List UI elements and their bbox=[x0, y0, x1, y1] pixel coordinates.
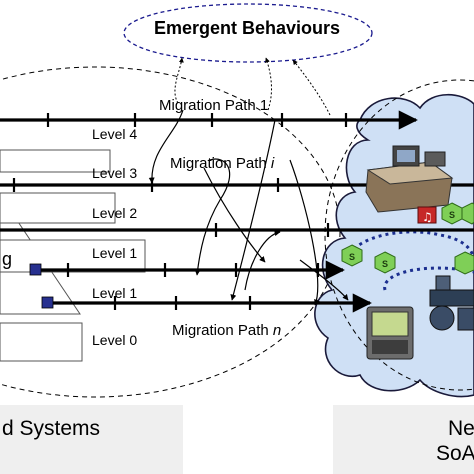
workstation-illustration bbox=[365, 145, 454, 213]
new-systems-caption-line2: SoA bbox=[436, 442, 474, 465]
level-ticks bbox=[12, 113, 348, 310]
migration-path-1-suffix: 1 bbox=[259, 97, 269, 114]
legacy-systems-caption: d Systems bbox=[2, 417, 101, 440]
svg-text:S: S bbox=[349, 252, 355, 262]
migration-path-n-label: Migration Path n bbox=[172, 323, 281, 338]
new-systems-boundary bbox=[324, 79, 474, 391]
migration-curves bbox=[148, 109, 349, 306]
migration-path-i-label: Migration Path i bbox=[170, 156, 274, 171]
migration-path-i-prefix: Migration Path bbox=[170, 155, 271, 172]
migration-path-1-label: Migration Path 1 bbox=[159, 98, 268, 113]
level-1-label: Level 1 bbox=[92, 245, 138, 261]
left-fragment-label: g bbox=[2, 249, 13, 269]
red-device-icon: ♫ bbox=[417, 206, 437, 224]
level-box-0 bbox=[0, 322, 83, 362]
level-box-2 bbox=[0, 192, 116, 224]
migration-path-1-prefix: Migration Path bbox=[159, 97, 260, 114]
level-3-label: Level 3 bbox=[92, 165, 138, 181]
new-soa-panel bbox=[333, 405, 474, 474]
svg-text:S: S bbox=[382, 259, 388, 269]
svg-text:S: S bbox=[449, 210, 455, 220]
level-0-label: Level 0 bbox=[92, 332, 138, 348]
service-bus-loop bbox=[348, 230, 474, 263]
emergent-behaviours-ellipse bbox=[123, 3, 373, 63]
start-marker-2 bbox=[41, 296, 54, 309]
level-box-1 bbox=[0, 239, 146, 273]
level-box-3 bbox=[0, 149, 111, 173]
legacy-systems-panel bbox=[0, 405, 183, 474]
start-marker-1 bbox=[29, 263, 42, 276]
level-1-label-lower: Level 1 bbox=[92, 285, 138, 301]
emergence-arrows bbox=[174, 57, 331, 116]
migration-path-i-suffix: i bbox=[270, 155, 275, 172]
emergent-behaviours-label: Emergent Behaviours bbox=[154, 18, 341, 38]
valve-illustration bbox=[429, 275, 474, 331]
migration-path-n-prefix: Migration Path bbox=[172, 322, 273, 339]
service-cubes: S S S bbox=[341, 202, 474, 275]
migration-path-n-suffix: n bbox=[272, 322, 282, 339]
level-2-label: Level 2 bbox=[92, 205, 138, 221]
svg-text:♫: ♫ bbox=[422, 210, 433, 224]
handheld-terminal-illustration bbox=[366, 306, 414, 360]
level-4-label: Level 4 bbox=[92, 126, 138, 142]
new-systems-caption-line1: Ne bbox=[448, 417, 474, 440]
